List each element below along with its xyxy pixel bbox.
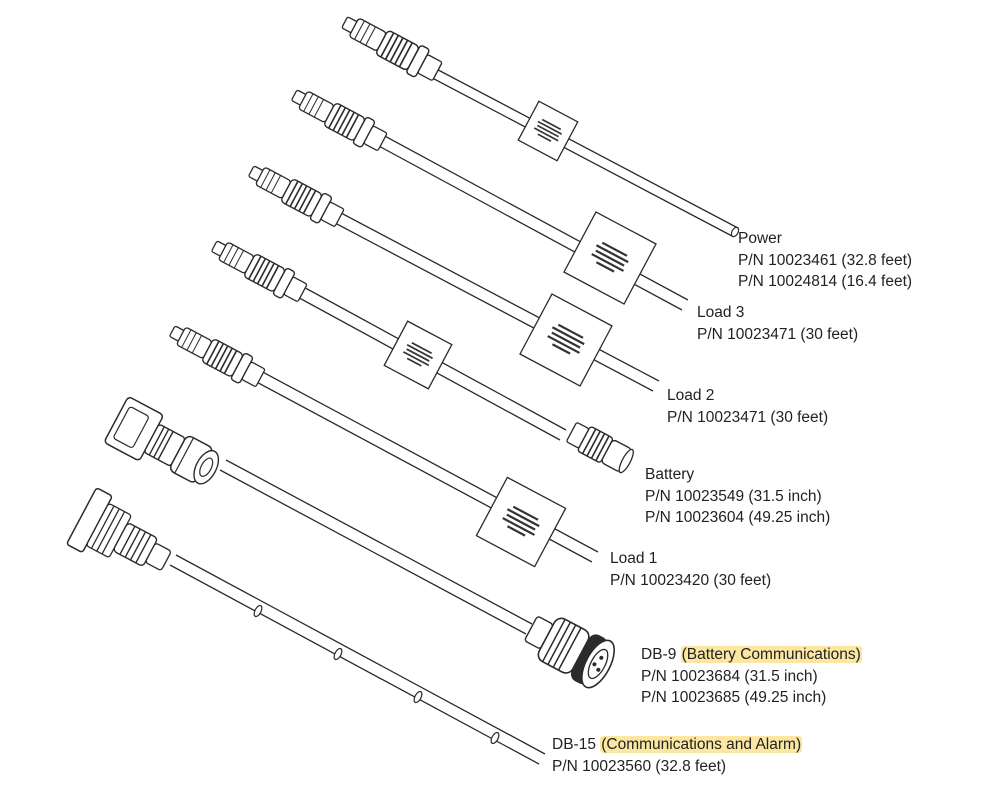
label-db9: DB-9 (Battery Communications) P/N 100236… <box>641 644 862 709</box>
label-db9-note: (Battery Communications) <box>680 646 862 663</box>
label-power-pn1: P/N 10023461 (32.8 feet) <box>738 251 913 269</box>
label-db15-title: DB-15 (Communications and Alarm) <box>552 734 803 756</box>
label-db9-pn1: P/N 10023684 (31.5 inch) <box>641 667 818 685</box>
label-load1-name: Load 1 <box>610 550 658 567</box>
label-db9-pn2: P/N 10023685 (49.25 inch) <box>641 689 827 706</box>
label-load3-pn1: P/N 10023471 (30 feet) <box>697 325 859 343</box>
db9-cable <box>104 397 615 689</box>
label-load1-pn1: P/N 10023420 (30 feet) <box>610 571 772 589</box>
battery-cable <box>206 232 567 441</box>
label-load3-name: Load 3 <box>697 304 745 321</box>
power-cable <box>336 7 740 238</box>
label-db9-name: DB-9 <box>641 646 677 663</box>
label-power: Power P/N 10023461 (32.8 feet) P/N 10024… <box>738 228 912 293</box>
label-load3: Load 3 P/N 10023471 (30 feet) <box>697 302 858 345</box>
load3-cable <box>286 81 689 311</box>
load2-cable <box>243 157 660 392</box>
label-power-name: Power <box>738 230 782 247</box>
label-db15-note: (Communications and Alarm) <box>600 736 803 753</box>
label-battery-name: Battery <box>645 466 695 483</box>
label-battery-pn1: P/N 10023549 (31.5 inch) <box>645 487 822 505</box>
label-load2: Load 2 P/N 10023471 (30 feet) <box>667 385 828 428</box>
label-db9-title: DB-9 (Battery Communications) <box>641 644 862 666</box>
load1-cable <box>164 317 634 568</box>
label-load1: Load 1 P/N 10023420 (30 feet) <box>610 548 771 591</box>
label-power-pn2: P/N 10024814 (16.4 feet) <box>738 273 913 290</box>
db15-cable <box>66 487 546 765</box>
label-battery-pn2: P/N 10023604 (49.25 inch) <box>645 509 831 526</box>
label-load2-name: Load 2 <box>667 387 715 404</box>
label-db15-pn1: P/N 10023560 (32.8 feet) <box>552 757 727 775</box>
label-load2-pn1: P/N 10023471 (30 feet) <box>667 408 829 426</box>
label-db15-name: DB-15 <box>552 736 596 753</box>
label-db15: DB-15 (Communications and Alarm) P/N 100… <box>552 734 803 777</box>
label-battery: Battery P/N 10023549 (31.5 inch) P/N 100… <box>645 464 830 529</box>
